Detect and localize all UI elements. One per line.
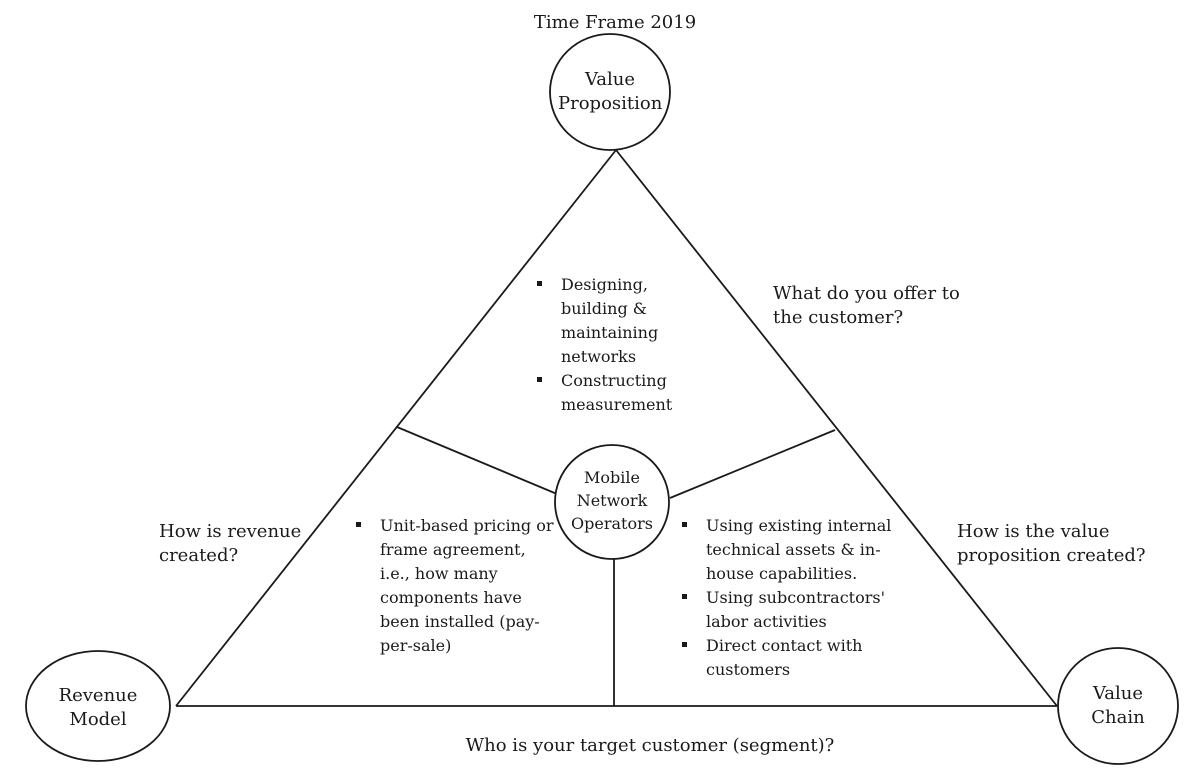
mobile-network-operators-label: Mobile Network Operators [571,468,653,533]
diagram-title: Time Frame 2019 [533,12,697,33]
value-proposition-list: Designing, building & maintaining networ… [535,273,705,417]
value-proposition-label: Value Proposition [558,69,663,114]
triangle-edge-right [615,149,1058,707]
revenue-model-label: Revenue Model [58,685,138,730]
divider-left [396,426,558,495]
list-item: Constructing measurement [535,369,705,417]
mobile-network-operators-node [554,444,670,560]
value-chain-label: Value Chain [1091,683,1145,728]
triangle-edge-left [175,149,617,707]
list-item: Designing, building & maintaining networ… [535,273,705,369]
list-item: Using existing internal technical assets… [680,514,920,586]
revenue-model-question: How is revenue created? [159,521,302,566]
list-item: Unit-based pricing or frame agreement, i… [354,514,554,658]
value-proposition-node [549,33,671,151]
list-item: Direct contact with customers [680,634,920,682]
list-item: Using subcontractors' labor activities [680,586,920,634]
divider-right [669,429,836,499]
revenue-model-list: Unit-based pricing or frame agreement, i… [354,514,554,658]
value-chain-list: Using existing internal technical assets… [680,514,920,682]
revenue-model-node [25,650,171,762]
target-customer-question: Who is your target customer (segment)? [465,735,835,756]
value-chain-question: How is the value proposition created? [957,521,1146,566]
value-proposition-question: What do you offer to the customer? [773,283,960,328]
value-chain-node [1057,647,1179,765]
